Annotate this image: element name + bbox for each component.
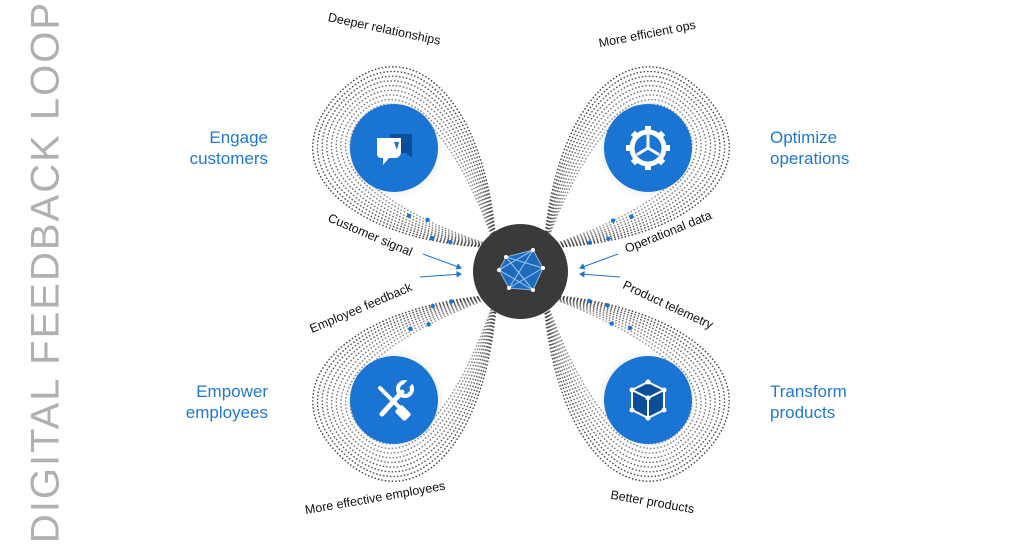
signal-arrow [419, 273, 462, 278]
data-signal-dot [448, 299, 454, 304]
data-signal-dot [606, 236, 611, 242]
customer-chat-icon [377, 134, 412, 165]
data-signal-dot [408, 326, 413, 332]
loop-dotted-ring [316, 295, 497, 478]
central-hub [473, 224, 568, 319]
loop-dotted-ring [344, 98, 495, 246]
loop-dotted-ring [335, 296, 496, 459]
empower-employees-circle [350, 356, 438, 444]
loop-dotted-ring [543, 294, 726, 478]
loop-dotted-ring [311, 294, 497, 482]
signal-arrow [422, 253, 462, 269]
loop-dotted-ring [326, 80, 496, 248]
loop-dotted-ring [545, 89, 707, 247]
signal-arrow-head [579, 271, 585, 278]
loop-dotted-ring [544, 295, 707, 459]
loop-dotted-ring [546, 98, 698, 247]
loop-dotted-ring [340, 296, 496, 454]
loop-dotted-ring [545, 296, 693, 445]
data-signal-dot [425, 217, 430, 222]
data-signal-dot [629, 214, 634, 219]
signal-arrow [579, 253, 619, 269]
optimize-operations-circle [604, 104, 692, 192]
data-signal-dot [586, 298, 592, 304]
loop-dotted-ring [330, 295, 496, 464]
tools-icon [378, 378, 414, 421]
transform-products-circle [604, 356, 692, 444]
signal-arrow [579, 273, 621, 278]
signal-arrow-head [456, 271, 462, 278]
engage-customers-circle [350, 104, 438, 192]
data-signal-dot [430, 303, 435, 309]
signal-arrow-head [455, 263, 462, 270]
loop-dotted-ring [544, 80, 716, 248]
loop-dotted-ring [349, 297, 495, 445]
loop-dotted-ring [311, 65, 497, 248]
data-signal-dot [426, 322, 431, 327]
data-signal-dot [610, 218, 616, 223]
loop-dotted-ring [545, 296, 698, 450]
loop-dotted-ring [544, 75, 721, 248]
loop-dotted-ring [321, 75, 496, 248]
signal-arrow-head [579, 263, 586, 270]
loop-dotted-ring [340, 94, 495, 247]
loop-dotted-ring [543, 295, 721, 473]
gear-icon [626, 126, 670, 170]
loop-dotted-ring [544, 295, 716, 468]
data-signal-dot [609, 321, 614, 326]
data-signal-dot [587, 240, 593, 245]
loop-dotted-ring [321, 295, 497, 473]
loop-dotted-ring [335, 89, 495, 247]
data-network-icon [497, 248, 545, 292]
loop-dotted-ring [544, 70, 726, 248]
loop-dotted-ring [545, 85, 712, 248]
data-signal-dot [605, 303, 610, 308]
loop-dotted-ring [544, 295, 712, 464]
data-signal-dot [429, 235, 435, 241]
data-signal-dot [406, 213, 412, 218]
loop-dotted-ring [316, 70, 496, 248]
loop-dotted-ring [543, 294, 730, 482]
cube-icon [629, 379, 667, 421]
loop-dotted-ring [544, 65, 731, 249]
loop-dotted-ring [545, 94, 702, 247]
data-signal-dot [448, 239, 453, 245]
loop-dotted-ring [330, 84, 496, 247]
data-signal-dot [627, 325, 633, 331]
